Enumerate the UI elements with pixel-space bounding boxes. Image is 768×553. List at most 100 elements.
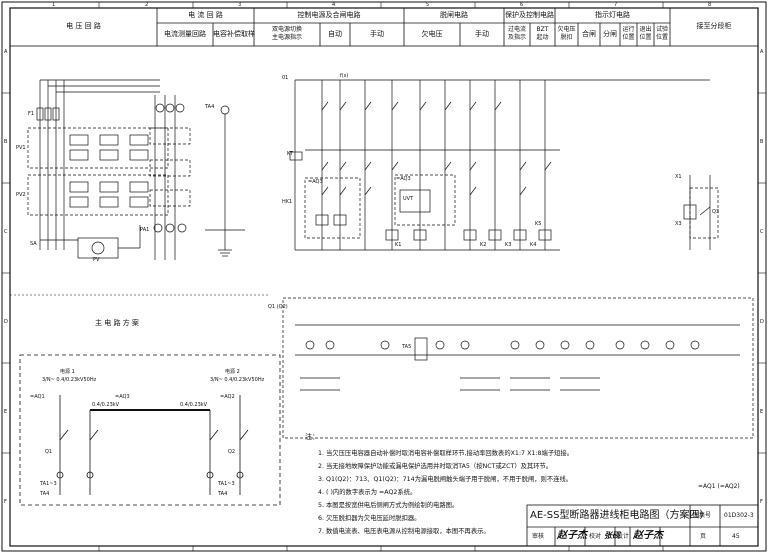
header-manual2: 手动 (475, 30, 489, 38)
grid-col-3: 3 (238, 2, 242, 8)
page-label: 页 (700, 533, 707, 540)
header-dual-power-line2: 主电源指示 (271, 34, 302, 41)
title-block (526, 504, 759, 547)
header-trial: 试验位置 (654, 26, 670, 42)
header-control-power: 控制电源及合闸电路 (297, 11, 361, 19)
header-test-line1: 退出 (639, 26, 652, 33)
header-auto: 自动 (328, 30, 342, 38)
grid-col-2: 2 (145, 2, 149, 8)
label-k1: K1 (395, 242, 402, 248)
header-terminal: 接至分段柜 (696, 22, 732, 30)
header-close: 合闸 (582, 30, 596, 38)
grid-row-d-right: D (760, 319, 764, 325)
label-f1: F1 (28, 111, 35, 117)
header-run-line1: 运行 (622, 26, 635, 33)
note-item-3: 3. Q1(Q2)：713、Q1(Q2)：714为漏电脱闸触头端子用于脱闸，不用… (318, 476, 573, 483)
label-kt: KT (287, 151, 293, 157)
header-table (9, 7, 759, 47)
aq2-label: =AQ2 (220, 394, 235, 400)
header-trip-circuit: 脱闸电路 (440, 11, 468, 19)
label-aq3a: =AQ3 (308, 179, 323, 185)
ta4-label: TA4 (40, 491, 50, 497)
label-x1: X1 (675, 174, 682, 180)
grid-row-c-right: C (760, 229, 764, 235)
grid-row-d: D (4, 319, 8, 325)
grid-col-4: 4 (332, 2, 336, 8)
label-k3: K3 (505, 242, 512, 248)
note-item-5: 5. 本图是按宽供电后侧闸方式为例绘制的电路图。 (318, 502, 459, 509)
label-pa1: PA1 (140, 227, 150, 233)
grid-row-c: C (4, 229, 8, 235)
atlas-number: 01D302-3 (724, 512, 754, 519)
header-undervolt-delay: 欠电压脱扣 (555, 26, 578, 42)
grid-col-6: 6 (520, 2, 524, 8)
label-d9: 01 (282, 75, 289, 81)
label-ta4: TA4 (205, 104, 215, 110)
header-bzt-line1: BZT (536, 26, 549, 33)
single-line-diagram (19, 354, 281, 506)
design-signature: 赵子杰 (633, 530, 663, 541)
grid-row-b-right: B (760, 139, 764, 145)
source1-spec: 3/N~ 0.4/0.23kV50Hz (42, 377, 97, 383)
voltage-current-circuit (27, 79, 245, 260)
aq-ref: =AQ1 (=AQ2) (698, 483, 740, 490)
label-ql: Q1 (Q2) (268, 304, 288, 310)
header-overcurrent-line2: 及指示 (507, 34, 526, 41)
note-item-2: 2. 当无接地故障保护功能或漏电保护选用并时取消TA5（按NCT或ZCT）及其环… (318, 463, 553, 470)
header-trial-line1: 试验 (655, 26, 668, 33)
label-hk1: HK1 (282, 199, 293, 205)
label-pv2: PV2 (16, 192, 26, 198)
header-test-line2: 位置 (639, 34, 652, 41)
ta1-label: TA1~3 (40, 481, 57, 487)
header-current-circuit: 电 流 回 路 (188, 11, 223, 19)
label-k5: K5 (535, 221, 542, 227)
check-label: 校对 (589, 533, 602, 540)
header-voltage-circuit: 电 压 回 路 (66, 22, 101, 30)
header-undervoltage: 欠电压 (421, 30, 443, 38)
header-run: 运行位置 (620, 26, 637, 42)
drawing-title: AE-SS型断路器进线柜电路图（方案四） (530, 510, 710, 521)
label-fs: f(s) (340, 73, 349, 79)
source2-label: 电源 2 (225, 369, 240, 375)
design-label: 设计 (617, 533, 630, 540)
note-item-6: 6. 欠压脱扣器为欠电压延时脱扣器。 (318, 515, 421, 522)
header-indicator-circuit: 指示灯电路 (595, 11, 630, 19)
main-circuit-label: 主 电 路 方 案 (95, 319, 139, 327)
ta1b-label: TA1~3 (218, 481, 235, 487)
grid-col-1: 1 (52, 2, 56, 8)
label-pv1: PV1 (16, 145, 26, 151)
q1-label: Q1 (45, 449, 53, 455)
grid-row-e-right: E (760, 409, 764, 415)
bus-label1: 0.4/0.23kV (92, 402, 120, 408)
grid-col-7: 7 (614, 2, 618, 8)
review-signature: 赵子杰 (557, 530, 587, 541)
header-dual-power: 双电源切换主电源指示 (254, 26, 320, 42)
header-overcurrent-line1: 过电流 (507, 26, 526, 33)
check-signature: 张砚 (604, 530, 620, 540)
indicator-circuit (282, 297, 754, 439)
ta4b-label: TA4 (218, 491, 228, 497)
header-undervolt-delay-line1: 欠电压 (557, 26, 576, 33)
source2-spec: 3/N~ 0.4/0.23kV50Hz (210, 377, 265, 383)
grid-row-a: A (4, 49, 8, 55)
header-undervolt-delay-line2: 脱扣 (560, 34, 573, 41)
label-sc: Q3 (712, 209, 720, 215)
aq1-label: =AQ1 (30, 394, 45, 400)
label-k4: K4 (530, 242, 537, 248)
note-item-1: 1. 当欠压压电容器自动补偿时取消电容补偿取样环节,接动率回数表的X1:7 X1… (318, 450, 574, 457)
grid-row-f-right: F (760, 499, 763, 505)
atlas-label: 图集号 (693, 512, 712, 519)
header-dual-power-line1: 双电源切换 (271, 26, 302, 33)
header-cap-comp: 电容补偿取样 (213, 30, 255, 38)
grid-col-8: 8 (708, 2, 712, 8)
aq3-label: =AQ3 (115, 394, 130, 400)
header-open: 分闸 (603, 30, 617, 38)
label-uvt: UVT (403, 196, 414, 202)
header-overcurrent: 过电流及指示 (504, 26, 530, 42)
header-run-line2: 位置 (622, 34, 635, 41)
grid-row-e: E (4, 409, 8, 415)
grid-row-b: B (4, 139, 8, 145)
bus-label2: 0.4/0.23kV (180, 402, 208, 408)
